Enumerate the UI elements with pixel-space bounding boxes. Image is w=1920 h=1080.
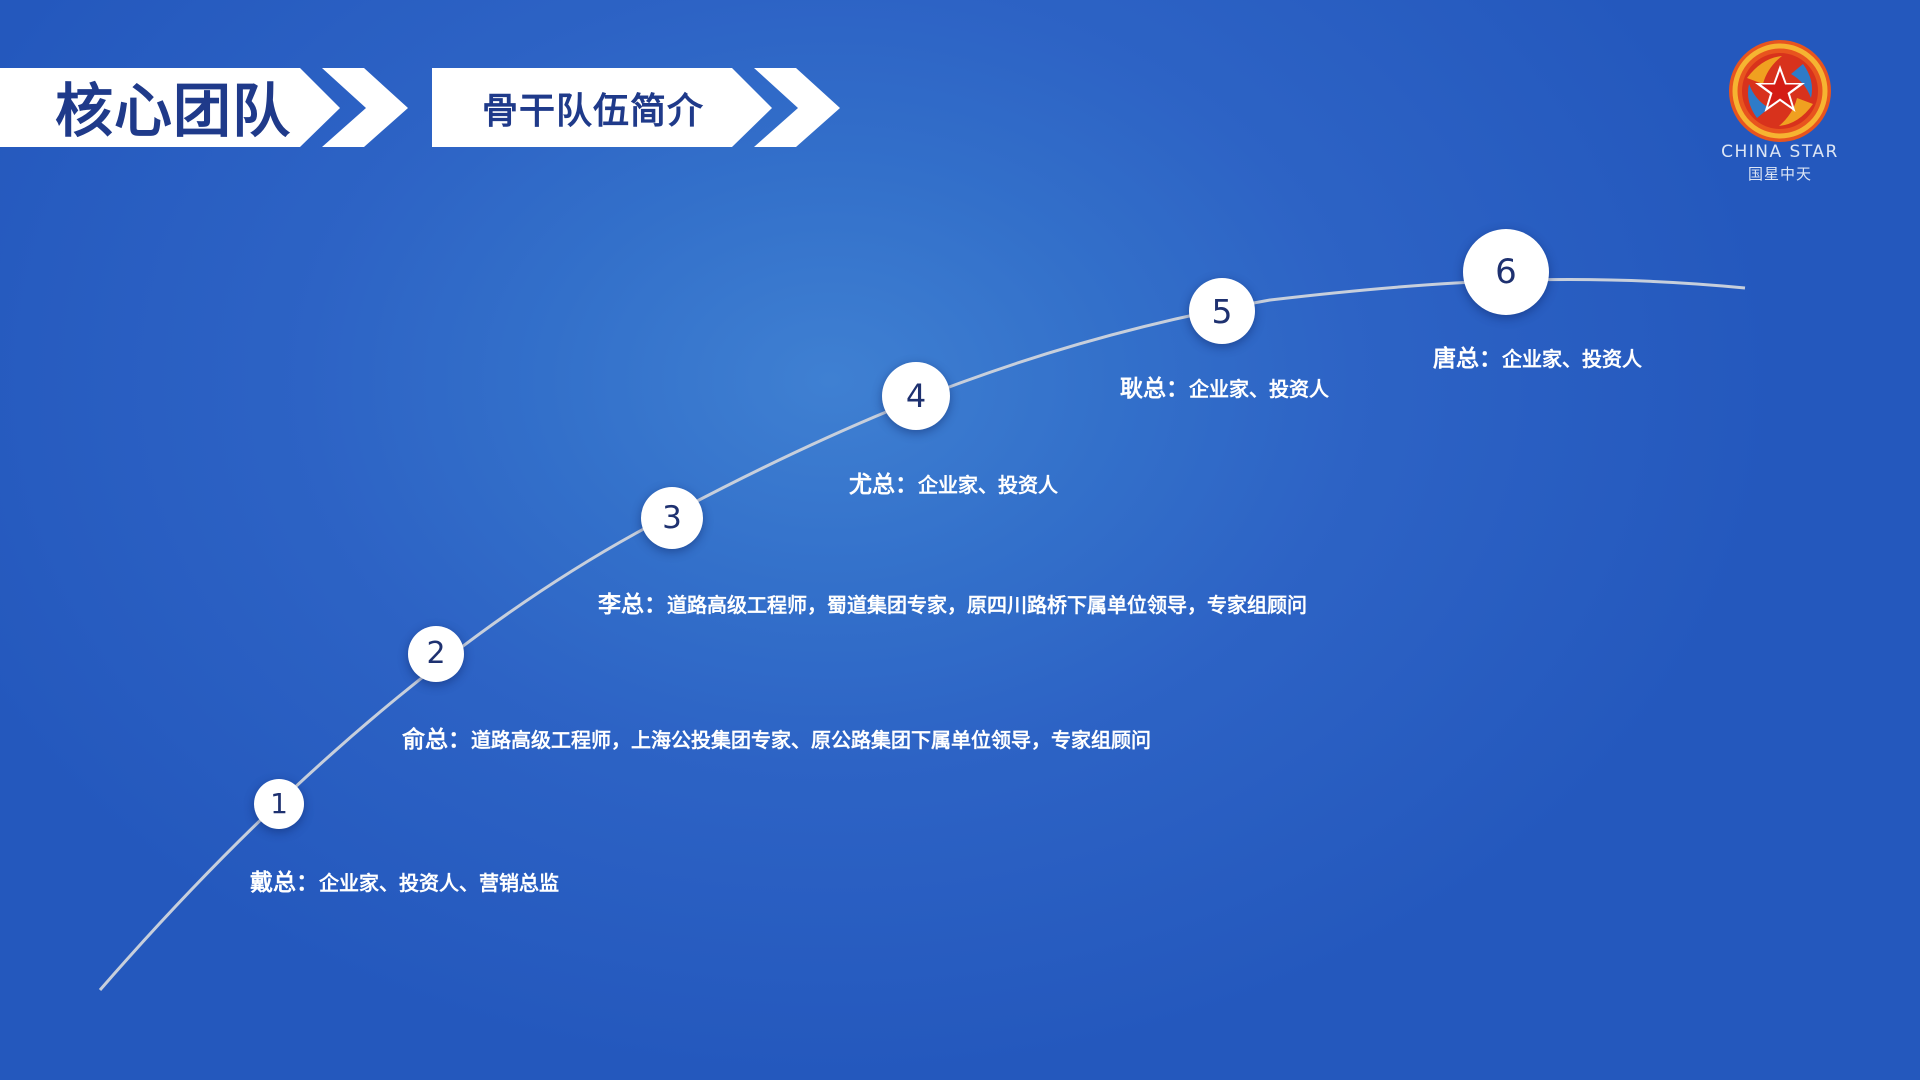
- member-label-5: 耿总：企业家、投资人: [1120, 375, 1329, 403]
- timeline-node-2: 2: [408, 626, 464, 682]
- timeline-node-number: 2: [426, 636, 446, 671]
- title-banner: [0, 68, 340, 147]
- subtitle-chevron: [754, 68, 840, 147]
- member-name: 耿总：: [1120, 376, 1189, 402]
- timeline-node-3: 3: [641, 487, 703, 549]
- timeline-node-number: 3: [662, 499, 682, 536]
- timeline-node-number: 1: [270, 787, 288, 820]
- logo-chinese-name: 国星中天: [1747, 165, 1812, 183]
- title-chevron: [322, 68, 408, 147]
- page-subtitle: 骨干队伍简介: [482, 91, 705, 132]
- header-banner-shapes: [0, 68, 840, 147]
- timeline-node-4: 4: [882, 362, 950, 430]
- member-description: 道路高级工程师，蜀道集团专家，原四川路桥下属单位领导，专家组顾问: [667, 593, 1307, 617]
- member-description: 道路高级工程师，上海公投集团专家、原公路集团下属单位领导，专家组顾问: [471, 728, 1151, 752]
- member-label-6: 唐总：企业家、投资人: [1433, 345, 1642, 373]
- member-name: 李总：: [598, 592, 667, 618]
- page-title: 核心团队: [55, 77, 292, 145]
- member-description: 企业家、投资人、营销总监: [319, 871, 559, 895]
- logo-name: CHINA STAR: [1721, 142, 1839, 162]
- member-description: 企业家、投资人: [1502, 347, 1642, 371]
- timeline-node-6: 6: [1463, 229, 1549, 315]
- timeline-node-number: 4: [905, 377, 927, 415]
- member-name: 俞总：: [402, 727, 471, 753]
- member-label-2: 俞总：道路高级工程师，上海公投集团专家、原公路集团下属单位领导，专家组顾问: [402, 726, 1151, 754]
- star-emblem-icon: [1729, 40, 1831, 142]
- company-logo: CHINA STAR 国星中天: [1700, 32, 1860, 202]
- member-label-4: 尤总：企业家、投资人: [849, 471, 1058, 499]
- member-name: 唐总：: [1433, 346, 1502, 372]
- member-label-3: 李总：道路高级工程师，蜀道集团专家，原四川路桥下属单位领导，专家组顾问: [598, 591, 1307, 619]
- member-description: 企业家、投资人: [1189, 377, 1329, 401]
- timeline-node-number: 6: [1495, 252, 1517, 292]
- member-name: 戴总：: [250, 870, 319, 896]
- member-name: 尤总：: [849, 472, 918, 498]
- timeline-node-number: 5: [1211, 291, 1233, 331]
- member-description: 企业家、投资人: [918, 473, 1058, 497]
- timeline-node-5: 5: [1189, 278, 1255, 344]
- member-label-1: 戴总：企业家、投资人、营销总监: [250, 869, 559, 897]
- subtitle-banner: [432, 68, 772, 147]
- timeline-node-1: 1: [254, 779, 304, 829]
